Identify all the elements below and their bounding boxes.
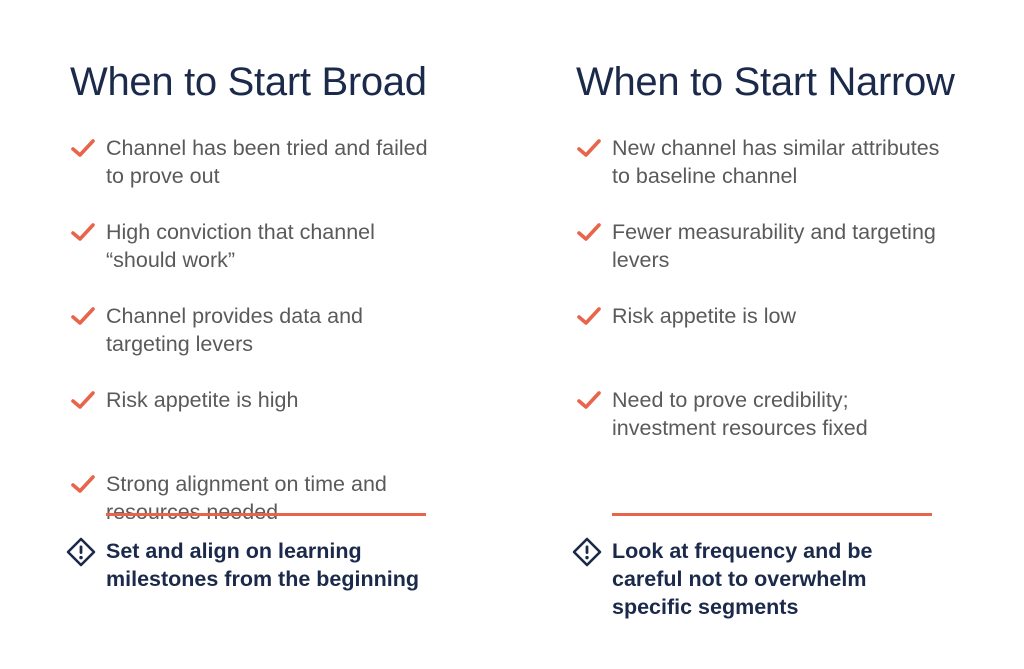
list-item: Need to prove credibility; investment re… xyxy=(576,386,1006,470)
list-item-text: Channel provides data and targeting leve… xyxy=(106,304,363,356)
list-item: Channel provides data and targeting leve… xyxy=(70,302,500,386)
start-narrow-column: When to Start Narrow New channel has sim… xyxy=(576,58,1006,470)
diamond-alert-icon xyxy=(66,537,96,567)
check-icon xyxy=(71,391,95,409)
check-icon xyxy=(71,139,95,157)
list-item-text: High conviction that channel “should wor… xyxy=(106,220,375,272)
check-icon xyxy=(71,223,95,241)
list-item-text: Risk appetite is high xyxy=(106,388,299,412)
start-narrow-note-text: Look at frequency and be careful not to … xyxy=(612,539,873,619)
list-item-text: Strong alignment on time and resources n… xyxy=(106,472,387,524)
list-item-text: Risk appetite is low xyxy=(612,304,797,328)
check-icon xyxy=(71,475,95,493)
start-narrow-title: When to Start Narrow xyxy=(576,60,955,104)
start-broad-note: Set and align on learning milestones fro… xyxy=(66,537,426,593)
start-broad-divider xyxy=(106,513,426,516)
diamond-alert-icon xyxy=(572,537,602,567)
check-icon xyxy=(71,307,95,325)
list-item-text: New channel has similar attributes to ba… xyxy=(612,136,940,188)
list-item-text: Fewer measurability and targeting levers xyxy=(612,220,936,272)
start-broad-column: When to Start Broad Channel has been tri… xyxy=(70,58,500,554)
list-item: Fewer measurability and targeting levers xyxy=(576,218,1006,302)
start-narrow-list: New channel has similar attributes to ba… xyxy=(576,134,1006,470)
list-item: High conviction that channel “should wor… xyxy=(70,218,500,302)
start-broad-note-text: Set and align on learning milestones fro… xyxy=(106,539,419,591)
list-item: Strong alignment on time and resources n… xyxy=(70,470,500,554)
list-item: Risk appetite is low xyxy=(576,302,1006,386)
check-icon xyxy=(577,307,601,325)
list-item-text: Need to prove credibility; investment re… xyxy=(612,388,868,440)
start-broad-title: When to Start Broad xyxy=(70,60,427,104)
start-broad-list: Channel has been tried and failed to pro… xyxy=(70,134,500,554)
check-icon xyxy=(577,223,601,241)
check-icon xyxy=(577,391,601,409)
list-item-text: Channel has been tried and failed to pro… xyxy=(106,136,428,188)
start-narrow-divider xyxy=(612,513,932,516)
check-icon xyxy=(577,139,601,157)
list-item: New channel has similar attributes to ba… xyxy=(576,134,1006,218)
list-item: Risk appetite is high xyxy=(70,386,500,470)
list-item: Channel has been tried and failed to pro… xyxy=(70,134,500,218)
start-narrow-note: Look at frequency and be careful not to … xyxy=(572,537,932,621)
